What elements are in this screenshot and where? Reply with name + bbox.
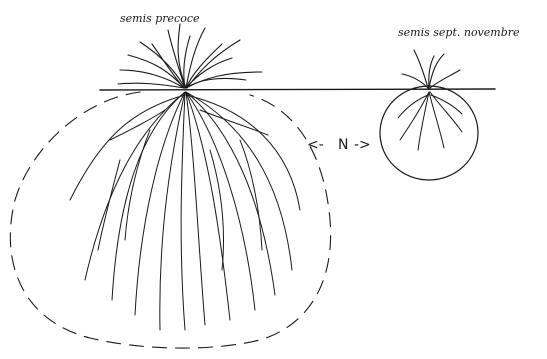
spacing-arrow-right: -> (354, 137, 371, 153)
spacing-annotation: <- N -> (307, 137, 371, 153)
late-sowing-plant (380, 50, 478, 180)
spacing-arrow-left: <- (307, 137, 324, 153)
spacing-letter: N (338, 137, 348, 153)
early-sowing-roots (70, 92, 300, 330)
early-sowing-plant (10, 24, 330, 348)
soil-surface-line (100, 89, 495, 90)
late-sowing-shoots (402, 50, 460, 88)
late-sowing-root-zone (380, 86, 478, 180)
early-sowing-label: semis precoce (120, 12, 200, 25)
late-sowing-label: semis sept. novembre (398, 26, 520, 39)
late-sowing-roots (398, 92, 462, 150)
early-sowing-shoots (118, 24, 262, 88)
